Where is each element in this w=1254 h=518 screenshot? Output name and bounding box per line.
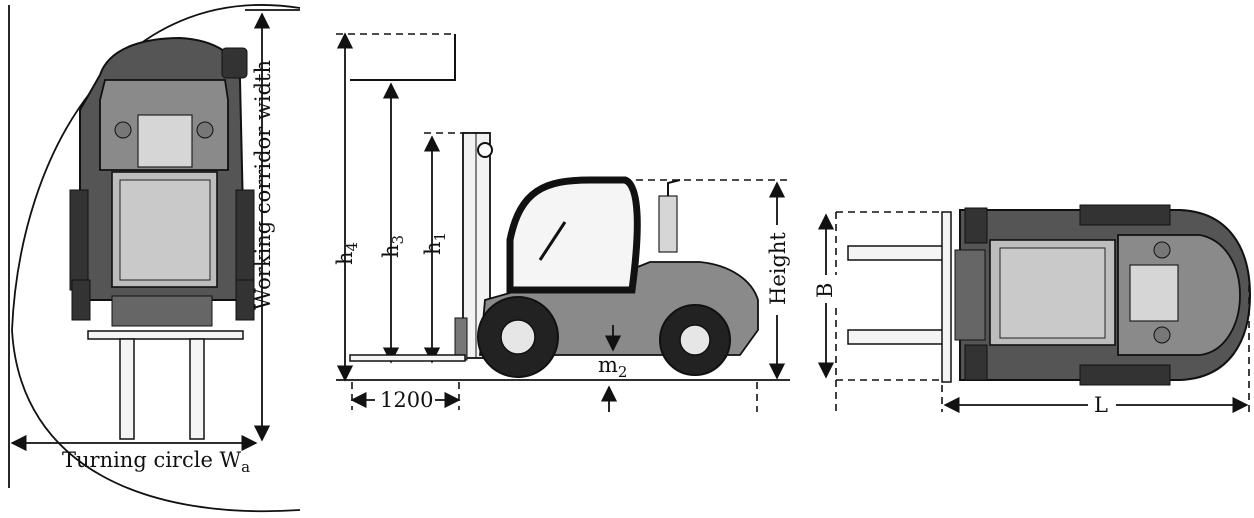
height-label: Height bbox=[766, 232, 790, 305]
steering-wheel bbox=[538, 221, 567, 261]
wheel-left-rear bbox=[69, 189, 89, 291]
b-label-bg bbox=[815, 275, 837, 303]
dim-1200-label: 1200 bbox=[380, 388, 433, 412]
b-label: B bbox=[813, 283, 837, 298]
top-fork-carriage bbox=[87, 330, 244, 340]
fork-side bbox=[349, 354, 466, 362]
plan-grille bbox=[1129, 264, 1179, 322]
fork-carriage-side bbox=[454, 317, 468, 361]
plan-wheel-bottom-front bbox=[964, 344, 988, 381]
turning-circle-label: Turning circle Wa bbox=[62, 448, 250, 476]
wheel-left-front bbox=[71, 279, 91, 321]
turning-circle-arc bbox=[11, 4, 301, 513]
h1-label: h1 bbox=[421, 232, 449, 255]
plan-cab-panel bbox=[999, 247, 1106, 339]
plan-light-bottom bbox=[1153, 326, 1171, 344]
raised-fork-outline bbox=[350, 34, 456, 81]
plan-wheel-top-front bbox=[964, 207, 988, 244]
top-light-right bbox=[196, 121, 214, 139]
side-cab-frame bbox=[506, 176, 641, 294]
mast-pulley bbox=[477, 142, 493, 158]
h3-label: h3 bbox=[379, 235, 407, 258]
l-label: L bbox=[1094, 393, 1108, 417]
h4-label: h4 bbox=[333, 242, 361, 265]
m2-label: m2 bbox=[598, 353, 627, 381]
forklift-top-view bbox=[69, 36, 255, 440]
plan-fork-bottom bbox=[847, 329, 945, 345]
exhaust-pipe bbox=[667, 179, 681, 196]
side-exhaust bbox=[658, 195, 678, 253]
exhaust-top bbox=[221, 47, 248, 79]
plan-view-right: B L bbox=[813, 204, 1252, 417]
rear-rim bbox=[679, 324, 711, 356]
plan-mast-base bbox=[954, 249, 986, 341]
top-mast-base bbox=[111, 295, 213, 327]
plan-light-top bbox=[1153, 241, 1171, 259]
dim-1200-bg bbox=[375, 389, 435, 411]
top-fork-left bbox=[119, 338, 135, 440]
plan-fork-carriage bbox=[941, 211, 952, 383]
front-rim bbox=[500, 319, 536, 355]
working-corridor-label: Working corridor width bbox=[251, 60, 275, 310]
top-grille bbox=[137, 114, 193, 168]
plan-wheel-bottom-rear bbox=[1079, 364, 1171, 386]
top-light-left bbox=[114, 121, 132, 139]
top-fork-right bbox=[189, 338, 205, 440]
plan-wheel-top-rear bbox=[1079, 204, 1171, 226]
side-view: h4 h3 h1 Height m2 bbox=[333, 32, 790, 412]
top-view-turning: Working corridor width Turning circle Wa bbox=[8, 4, 301, 513]
l-label-bg bbox=[1088, 393, 1116, 417]
plan-fork-top bbox=[847, 245, 945, 261]
top-cab-panel bbox=[119, 179, 211, 281]
